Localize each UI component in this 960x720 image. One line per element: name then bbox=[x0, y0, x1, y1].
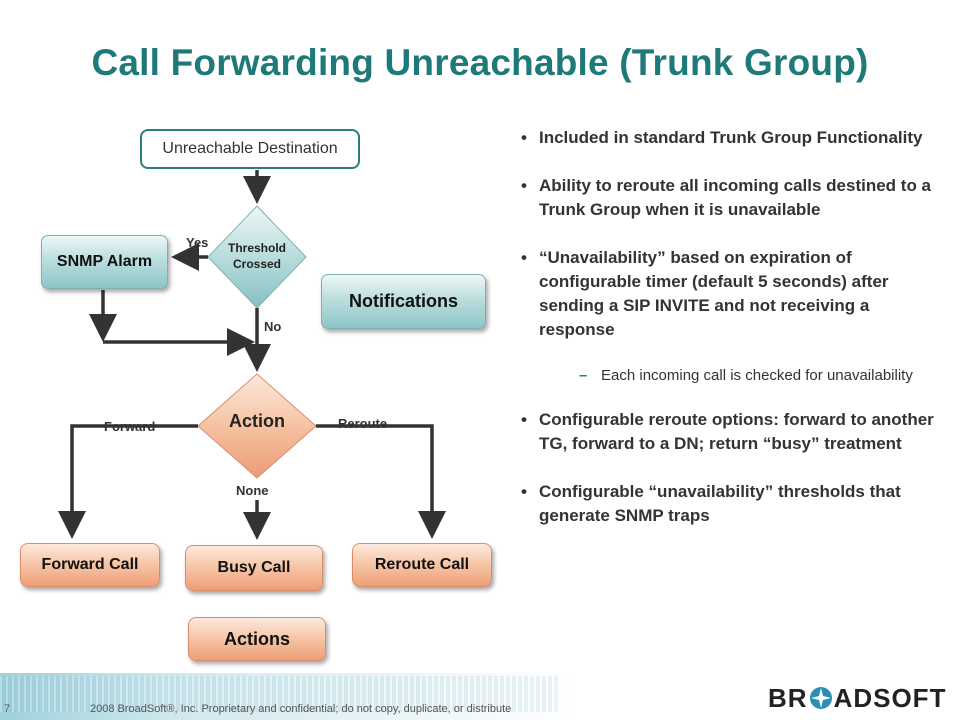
footer-stripe bbox=[0, 676, 560, 712]
arrow-reroute bbox=[316, 424, 446, 539]
slide-title: Call Forwarding Unreachable (Trunk Group… bbox=[91, 42, 869, 83]
bullet-text: Configurable “unavailability” thresholds… bbox=[539, 482, 901, 525]
broadsoft-logo: BR ADSOFT bbox=[768, 683, 946, 713]
logo-text-right: ADSOFT bbox=[833, 682, 947, 713]
logo-text-left: BR bbox=[768, 682, 808, 713]
yes-label: Yes bbox=[186, 235, 209, 250]
bullet-text: Configurable reroute options: forward to… bbox=[539, 410, 934, 453]
bullet-item: • Configurable reroute options: forward … bbox=[515, 408, 935, 456]
footer-bar bbox=[0, 673, 960, 720]
page-number: 7 bbox=[4, 703, 11, 715]
unreachable-destination-box: Unreachable Destination bbox=[140, 129, 360, 169]
sub-bullet-item: – Each incoming call is checked for unav… bbox=[515, 366, 935, 386]
bullet-dot: • bbox=[521, 128, 527, 147]
reroute-label: Reroute bbox=[338, 416, 388, 431]
arrow-forward bbox=[58, 424, 198, 539]
forward-label: Forward bbox=[104, 419, 156, 434]
bullet-item: • “Unavailability” based on expiration o… bbox=[515, 246, 935, 342]
bullet-item: • Ability to reroute all incoming calls … bbox=[515, 174, 935, 222]
bullet-item: • Configurable “unavailability” threshol… bbox=[515, 480, 935, 528]
sub-bullet-text: Each incoming call is checked for unavai… bbox=[601, 367, 913, 384]
bullet-text: Included in standard Trunk Group Functio… bbox=[539, 128, 923, 147]
bullet-list: • Included in standard Trunk Group Funct… bbox=[515, 126, 935, 528]
none-label: None bbox=[236, 483, 269, 498]
bullet-dot: • bbox=[521, 482, 527, 501]
bullet-dot: • bbox=[521, 410, 527, 429]
sub-bullet-dash: – bbox=[579, 367, 588, 384]
bullet-item: • Included in standard Trunk Group Funct… bbox=[515, 126, 935, 150]
bullet-dot: • bbox=[521, 176, 527, 195]
reroute-call-box: Reroute Call bbox=[352, 543, 492, 587]
busy-call-box: Busy Call bbox=[185, 545, 323, 591]
notifications-box: Notifications bbox=[321, 274, 486, 329]
action-diamond bbox=[197, 373, 317, 479]
threshold-label: Threshold Crossed bbox=[217, 240, 297, 272]
bullet-text: “Unavailability” based on expiration of … bbox=[539, 248, 889, 339]
action-label: Action bbox=[229, 411, 285, 431]
actions-box: Actions bbox=[188, 617, 326, 661]
forward-call-box: Forward Call bbox=[20, 543, 160, 587]
threshold-line-1: Threshold bbox=[227, 241, 286, 255]
bullet-dot: • bbox=[521, 248, 527, 267]
bullet-text: Ability to reroute all incoming calls de… bbox=[539, 176, 932, 219]
no-label: No bbox=[264, 319, 282, 334]
copyright-notice: 2008 BroadSoft®, Inc. Proprietary and co… bbox=[90, 703, 512, 715]
threshold-line-2: Crossed bbox=[232, 257, 282, 271]
logo-star-icon bbox=[809, 687, 832, 709]
snmp-alarm-box: SNMP Alarm bbox=[41, 235, 168, 289]
